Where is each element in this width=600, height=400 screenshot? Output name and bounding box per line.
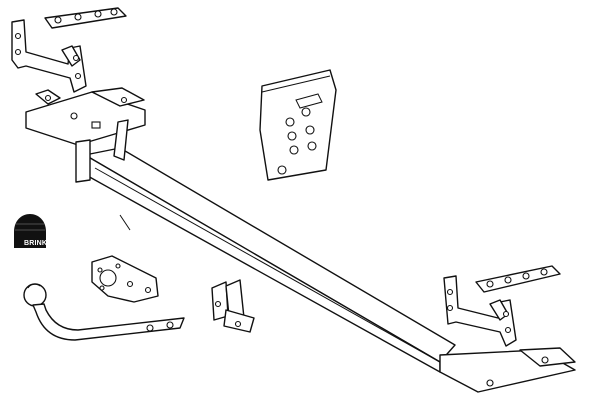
- hardware-bag: [259, 69, 337, 181]
- crossbar: [84, 147, 456, 373]
- top-mounting-plate: [44, 7, 127, 29]
- right-top-plate: [475, 265, 561, 293]
- right-side-bracket: [443, 275, 517, 347]
- socket-plate: [91, 255, 159, 303]
- towball-neck: [23, 283, 185, 341]
- left-side-bracket: [11, 19, 87, 93]
- left-mounting-plate: [25, 87, 146, 183]
- ball-mount-bracket: [211, 279, 255, 333]
- towball-cap: [14, 214, 46, 248]
- cap-brand-label: BRINK: [24, 240, 48, 247]
- right-mounting-plate: [439, 347, 576, 393]
